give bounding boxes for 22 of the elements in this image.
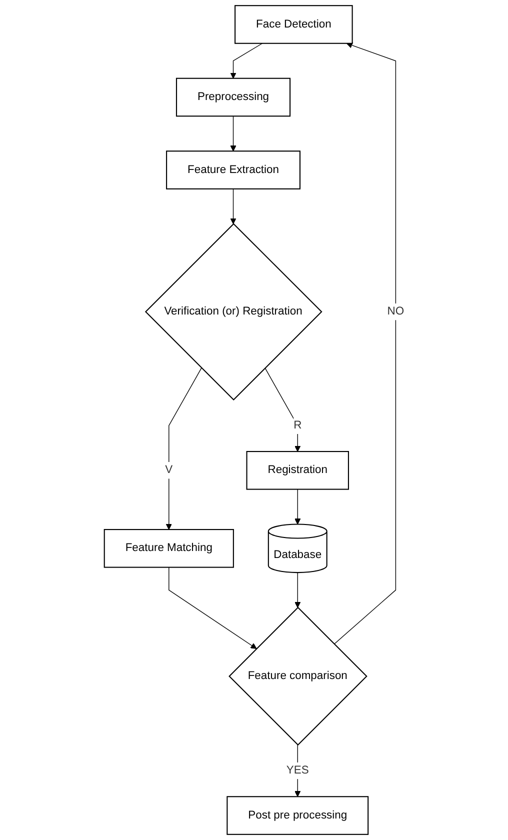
node-diamond: Verification (or) Registration: [144, 223, 322, 400]
node-diamond: Feature comparison: [228, 606, 368, 746]
node-box: Feature Extraction: [166, 150, 300, 190]
edge-label: YES: [286, 764, 309, 776]
edge-label: R: [293, 419, 302, 432]
node-box: Registration: [246, 450, 349, 490]
edge-label: V: [164, 464, 172, 476]
arrow: [294, 488, 300, 525]
arrow: [230, 116, 236, 152]
node-box: Feature Matching: [104, 529, 234, 568]
arrow: [168, 566, 257, 649]
arrow: [230, 43, 262, 79]
arrow: [264, 368, 300, 452]
node-box: Post pre processing: [226, 796, 368, 835]
node-box: Face Detection: [234, 5, 353, 44]
node-box: Preprocessing: [176, 78, 290, 117]
arrow: [230, 188, 236, 224]
edge-label: NO: [387, 306, 404, 318]
arrow: [294, 744, 300, 797]
arrow: [294, 572, 300, 608]
arrow: [166, 368, 202, 530]
arrow: [334, 42, 396, 644]
